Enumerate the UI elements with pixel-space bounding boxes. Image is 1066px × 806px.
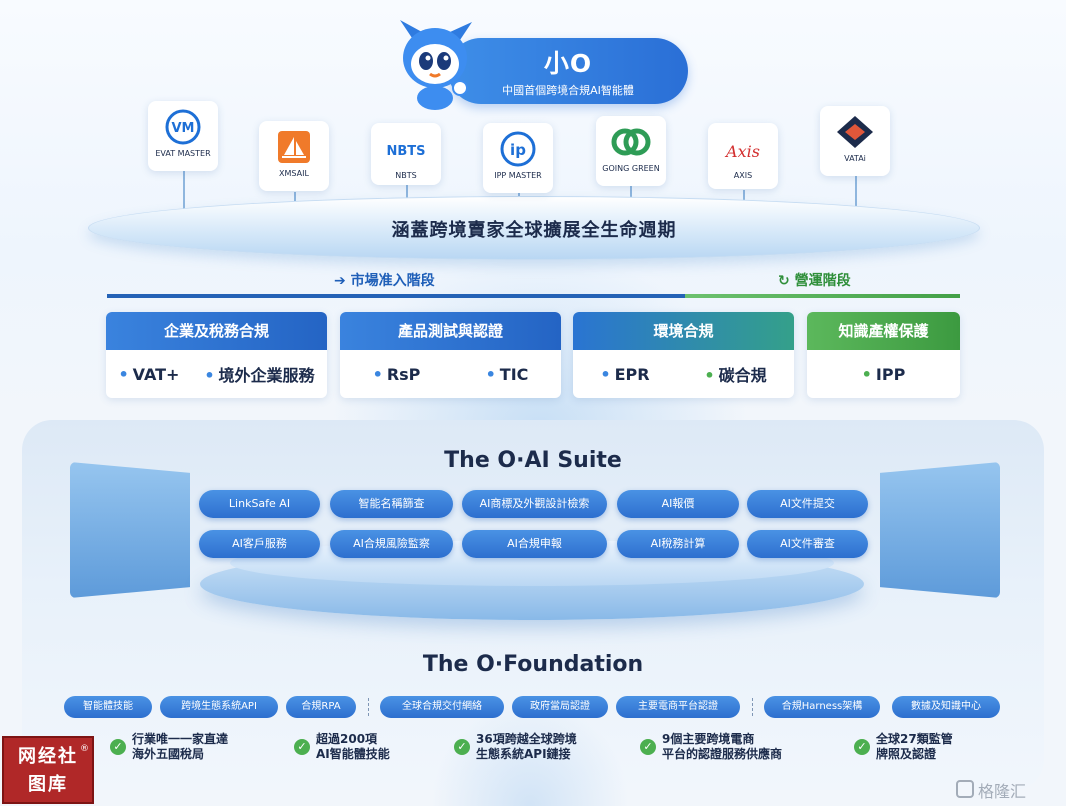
feature-item: ✓ 行業唯一一家直達海外五國稅局 bbox=[110, 732, 228, 762]
logo-card-nbts: NBTS NBTS bbox=[371, 123, 441, 185]
separator bbox=[752, 698, 753, 716]
logo-label: VATAi bbox=[844, 154, 866, 163]
suite-chip: AI合規申報 bbox=[462, 530, 607, 558]
suite-chip: AI商標及外觀設計檢索 bbox=[462, 490, 607, 518]
foundation-chip: 政府當局認證 bbox=[512, 696, 608, 718]
category-item: •TIC bbox=[485, 364, 529, 384]
logo-label: EVAT MASTER bbox=[155, 149, 211, 158]
stamp-text: 图库 bbox=[28, 774, 68, 795]
lifecycle-label: 涵蓋跨境賣家全球擴展全生命週期 bbox=[391, 220, 677, 241]
category-title: 環境合規 bbox=[573, 312, 794, 350]
svg-text:VM: VM bbox=[172, 121, 195, 136]
check-icon: ✓ bbox=[110, 739, 126, 755]
refresh-icon: ↻ bbox=[778, 273, 790, 289]
suite-chip: AI報價 bbox=[617, 490, 739, 518]
logo-card-evat-master: VM EVAT MASTER bbox=[148, 101, 218, 171]
category-title: 知識產權保護 bbox=[807, 312, 960, 350]
gg-logo-icon bbox=[611, 128, 651, 156]
suite-wall-right bbox=[880, 462, 1000, 598]
vm-logo-icon: VM bbox=[165, 109, 201, 145]
category-item: •碳合規 bbox=[704, 366, 767, 385]
stamp-text: 网经社 bbox=[18, 746, 78, 767]
suite-title: The O·AI Suite bbox=[444, 448, 622, 473]
stage-label: 營運階段 bbox=[794, 273, 851, 289]
check-icon: ✓ bbox=[854, 739, 870, 755]
ip-logo-icon: ip bbox=[500, 131, 536, 167]
separator bbox=[368, 698, 369, 716]
foundation-chip: 全球合規交付網絡 bbox=[380, 696, 504, 718]
suite-chip: 智能名稱篩查 bbox=[330, 490, 453, 518]
logo-label: IPP MASTER bbox=[494, 171, 542, 180]
foundation-chip: 智能體技能 bbox=[64, 696, 152, 718]
feature-item: ✓ 9個主要跨境電商平台的認證服務供應商 bbox=[640, 732, 782, 762]
suite-wall-left bbox=[70, 462, 190, 598]
suite-chip: AI合規風險監察 bbox=[330, 530, 453, 558]
category-item: •IPP bbox=[861, 364, 906, 384]
logo-card-axis: Axis AXIS bbox=[708, 123, 778, 189]
suite-chip: LinkSafe AI bbox=[199, 490, 320, 518]
svg-text:NBTS: NBTS bbox=[386, 144, 425, 159]
lifecycle-disc bbox=[88, 196, 980, 260]
watermark-icon bbox=[956, 780, 974, 798]
suite-chip: AI文件提交 bbox=[747, 490, 868, 518]
nbts-logo-icon: NBTS bbox=[386, 144, 425, 159]
suite-chip: AI稅務計算 bbox=[617, 530, 739, 558]
stage-label: 市場准入階段 bbox=[350, 273, 435, 289]
arrow-circle-icon: ➔ bbox=[334, 273, 346, 289]
category-card: 企業及稅務合規 •VAT+ •境外企業服務 bbox=[106, 312, 327, 398]
axis-logo-icon: Axis bbox=[724, 142, 760, 161]
stage-market-entry: ➔ 市場准入階段 bbox=[334, 270, 435, 290]
svg-text:Axis: Axis bbox=[724, 142, 760, 161]
stage-bar-operations bbox=[685, 294, 960, 298]
stamp-logo bbox=[2, 736, 94, 804]
check-icon: ✓ bbox=[640, 739, 656, 755]
logo-pin bbox=[183, 170, 185, 228]
category-title: 產品測試與認證 bbox=[340, 312, 561, 350]
logo-pin bbox=[855, 176, 857, 228]
page-subtitle: 中國首個跨境合規AI智能體 bbox=[502, 84, 634, 97]
mascot-icon bbox=[400, 20, 472, 110]
logo-card-xmsail: XMSAIL bbox=[259, 121, 329, 191]
stage-bar-market-entry bbox=[107, 294, 685, 298]
registered-mark: ® bbox=[80, 744, 89, 754]
stage-operations: ↻ 營運階段 bbox=[778, 270, 851, 290]
category-item: •VAT+ bbox=[118, 364, 180, 384]
logo-card-going-green: GOING GREEN bbox=[596, 116, 666, 186]
logo-card-vatai: VATAi bbox=[820, 106, 890, 176]
sail-logo-icon bbox=[278, 131, 310, 163]
foundation-chip: 合規Harness架構 bbox=[764, 696, 880, 718]
foundation-chip: 合規RPA bbox=[286, 696, 356, 718]
category-title: 企業及稅務合規 bbox=[106, 312, 327, 350]
check-icon: ✓ bbox=[294, 739, 310, 755]
category-card: 產品測試與認證 •RsP •TIC bbox=[340, 312, 561, 398]
title-pill bbox=[448, 38, 688, 104]
vatai-logo-icon bbox=[837, 116, 873, 148]
svg-text:ip: ip bbox=[510, 141, 526, 159]
category-card: 環境合規 •EPR •碳合規 bbox=[573, 312, 794, 398]
category-item: •RsP bbox=[372, 364, 421, 384]
foundation-title: The O·Foundation bbox=[422, 652, 644, 677]
category-item: •EPR bbox=[600, 364, 650, 384]
foundation-chip: 跨境生態系統API bbox=[160, 696, 278, 718]
logo-card-ipp-master: ip IPP MASTER bbox=[483, 123, 553, 193]
watermark: 格隆汇 bbox=[978, 782, 1027, 801]
category-card: 知識產權保護 •IPP bbox=[807, 312, 960, 398]
logo-label: AXIS bbox=[733, 171, 753, 180]
category-item: •境外企業服務 bbox=[204, 366, 315, 385]
logo-label: GOING GREEN bbox=[602, 164, 660, 173]
logo-label: XMSAIL bbox=[279, 169, 309, 178]
check-icon: ✓ bbox=[454, 739, 470, 755]
suite-chip: AI文件審查 bbox=[747, 530, 868, 558]
foundation-chip: 主要電商平台認證 bbox=[616, 696, 740, 718]
foundation-chip: 數據及知識中心 bbox=[892, 696, 1000, 718]
feature-item: ✓ 36項跨越全球跨境生態系統API鏈接 bbox=[454, 732, 577, 762]
page-title: 小O bbox=[543, 49, 593, 78]
suite-chip: AI客戶服務 bbox=[199, 530, 320, 558]
feature-item: ✓ 全球27類監管牌照及認證 bbox=[854, 732, 953, 762]
logo-label: NBTS bbox=[395, 171, 417, 180]
